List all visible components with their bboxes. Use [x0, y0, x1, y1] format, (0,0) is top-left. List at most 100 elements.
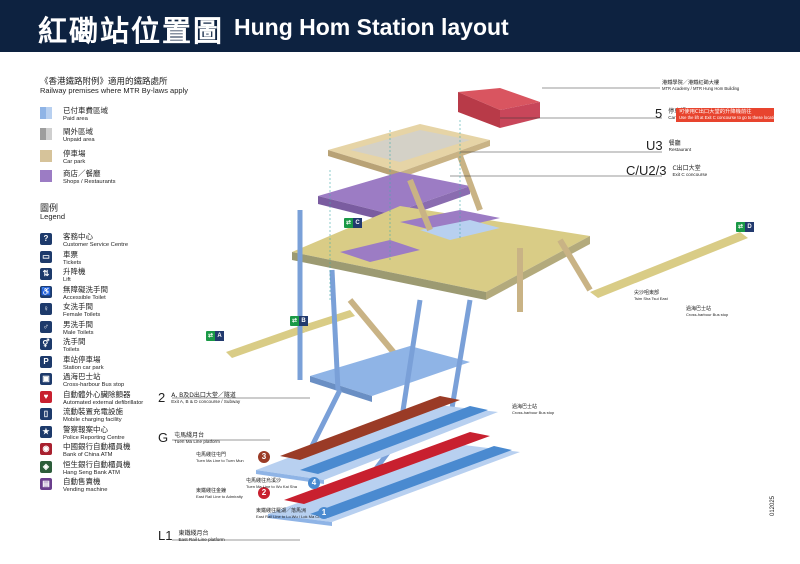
legend-label-zh: 男洗手間 [63, 319, 93, 329]
legend-heading-zh: 圖例 [40, 204, 59, 214]
legend-label-zh: 升降機 [63, 267, 86, 276]
platform-number-badge: 4 [308, 477, 320, 489]
accessible-toilet-icon: ♿ [40, 285, 52, 298]
legend-label-zh: 中國銀行自動櫃員機 [63, 442, 131, 451]
bus-stop-icon: ▣ [40, 373, 52, 385]
ticket-icon: ▭ [40, 250, 52, 263]
parking-icon: P [40, 355, 52, 368]
legend-label-zh: 流動裝置充電設施 [63, 407, 123, 416]
header-bar: 紅磡站位置圖 Hung Hom Station layout [0, 0, 800, 52]
legend-label-zh: 恒生銀行自動櫃員機 [63, 459, 131, 469]
legend-label-zh: 自動售賣機 [63, 477, 101, 486]
exit-sign-c: ⇄C [344, 218, 362, 228]
car-park-lift-note: 可使用C出口大堂的升降機前往 Use the lift at Exit C co… [676, 108, 780, 122]
exit-sign-a: ⇄A [206, 331, 224, 341]
exit-abd-concourse [310, 346, 470, 402]
platform-number-badge: 3 [258, 451, 270, 463]
exit-sign-b: ⇄B [290, 316, 308, 326]
platform-direction-en: East Rail Line to Lo Wu / Lok Ma Chau [256, 514, 325, 519]
stairs [347, 154, 593, 362]
legend-label-zh: 警察報案中心 [63, 424, 108, 434]
legend-label-en: Police Reporting Centre [63, 434, 125, 441]
zone-label-en: Car park [63, 159, 86, 165]
boc-atm-icon: ◉ [40, 443, 52, 455]
level-mtr-academy: 港鐵學院／港鐵紅磡大樓 MTR Academy / MTR Hung Hom B… [662, 80, 740, 91]
legend-label-zh: 過海巴士站 [63, 372, 101, 381]
legend-label-en: Vending machine [63, 487, 108, 493]
document-code: 012025 [770, 495, 776, 516]
legend-label-zh: 自動體外心臟除顫器 [63, 389, 131, 399]
zone-label-zh: 停車場 [63, 149, 86, 158]
zone-label-en: Shops / Restaurants [63, 179, 116, 185]
charging-icon: ▯ [40, 408, 52, 420]
page-title-zh: 紅磡站位置圖 [38, 14, 225, 48]
zone-label-zh: 商店／餐廳 [63, 169, 101, 178]
mtr-academy-building [458, 88, 540, 128]
legend-label-zh: 車票 [63, 249, 78, 259]
platform-number-badge: 2 [258, 487, 270, 499]
footbridges [226, 232, 748, 358]
legend-label-en: Male Toilets [63, 329, 94, 336]
platform-number-badge: 1 [318, 507, 330, 519]
tuen-ma-line-platform [256, 396, 498, 484]
legend-heading-en: Legend [40, 212, 66, 221]
platform-direction-zh: 屯馬綫往屯門 [196, 452, 227, 458]
legend-label-en: Customer Service Centre [63, 242, 129, 248]
legend-label-zh: 女洗手間 [63, 302, 93, 311]
legend-label-en: Cross-harbour Bus stop [63, 382, 125, 388]
legend-label-en: Accessible Toilet [63, 294, 106, 301]
legend-label-en: Bank of China ATM [63, 452, 113, 458]
legend-label-zh: 洗手間 [63, 337, 86, 346]
platform-direction-zh: 東鐵綫往金鐘 [196, 488, 227, 494]
toilets-icon: ⚥ [40, 338, 52, 350]
exit-c-concourse [292, 206, 590, 300]
zone-swatch [40, 150, 52, 162]
customer-service-icon: ? [40, 233, 52, 245]
platform-direction-en: Tuen Ma Line to Tuen Mun [196, 458, 244, 463]
platform-direction-en: East Rail Line to Admiralty [196, 494, 243, 499]
platform-direction-zh: 東鐵綫往羅湖／落馬洲 [256, 508, 307, 514]
vending-icon: ▤ [40, 478, 52, 490]
east-rail-line-platform [268, 432, 520, 526]
exit-sign-d: ⇄D [736, 222, 754, 232]
female-toilet-icon: ♀ [40, 303, 52, 315]
railway-premises-title-zh: 《香港鐵路附例》適用的鐵路處所 [40, 77, 168, 87]
car-park-deck [328, 124, 490, 178]
police-icon: ★ [40, 425, 52, 438]
legend-label-en: Toilets [63, 347, 80, 353]
legend-label-en: Lift [63, 277, 71, 283]
legend-label-en: Station car park [63, 364, 104, 371]
zone-swatch [40, 107, 52, 119]
male-toilet-icon: ♂ [40, 320, 52, 333]
leader-lines [172, 87, 662, 541]
zone-label-en: Paid area [63, 116, 88, 122]
zone-label-zh: 閘外區域 [63, 127, 93, 136]
zone-label-en: Unpaid area [63, 137, 95, 143]
platform-direction-zh: 屯馬綫往烏溪沙 [246, 478, 282, 484]
hangseng-atm-icon: ◈ [40, 460, 52, 473]
